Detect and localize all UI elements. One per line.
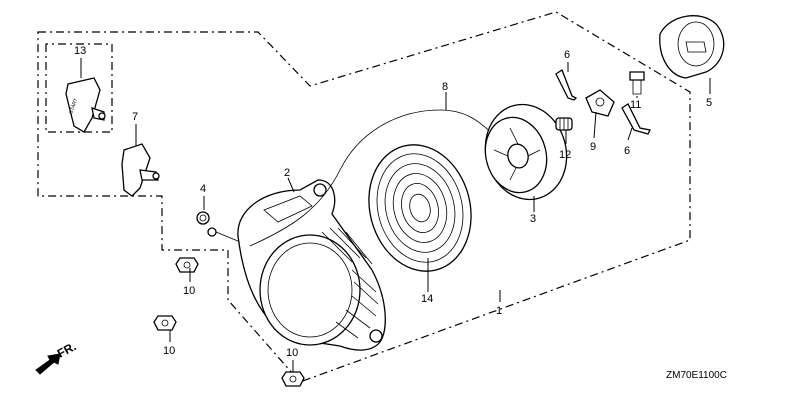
callout-1: 1	[496, 305, 502, 317]
callout-10b: 10	[163, 345, 175, 357]
grip-start-part: START	[65, 77, 106, 133]
callout-13: 13	[74, 45, 86, 57]
callout-7: 7	[132, 111, 138, 123]
front-direction-arrow: FR.	[35, 339, 78, 375]
callout-11: 11	[630, 99, 641, 111]
callout-10c: 10	[286, 347, 298, 359]
pin-lower-part	[621, 103, 651, 135]
bolt-a-part	[175, 257, 199, 273]
rope-part	[249, 109, 501, 247]
callout-8: 8	[442, 81, 448, 93]
callout-9: 9	[590, 141, 596, 153]
nut-part	[196, 211, 210, 225]
callout-6-lower: 6	[624, 145, 630, 157]
callout-12: 12	[559, 149, 571, 161]
callout-2: 2	[284, 167, 290, 179]
callout-5: 5	[706, 97, 712, 109]
small-spring-part	[555, 117, 573, 131]
pin-upper-part	[555, 69, 578, 101]
drawing-code: ZM70E1100C	[666, 370, 727, 381]
ratchet-part	[585, 89, 615, 117]
screw-part	[629, 71, 645, 95]
reel-part	[484, 103, 568, 201]
callout-3: 3	[530, 213, 536, 225]
grip-part	[121, 143, 160, 197]
rope-end-part	[207, 227, 251, 247]
bolt-c-part	[281, 371, 305, 387]
leader-lines	[80, 58, 711, 372]
callout-10a: 10	[183, 285, 195, 297]
callout-4: 4	[200, 183, 206, 195]
bolt-b-part	[153, 315, 177, 331]
case-fins	[321, 227, 379, 339]
starter-cup-part	[659, 15, 725, 79]
main-spring-part	[368, 144, 472, 272]
assembly-outline	[37, 11, 691, 383]
grip-start-text: START	[68, 98, 79, 115]
callout-6-upper: 6	[564, 49, 570, 61]
callout-14: 14	[421, 293, 433, 305]
grip-group-outline	[45, 43, 113, 133]
starter-case-part	[237, 179, 386, 351]
